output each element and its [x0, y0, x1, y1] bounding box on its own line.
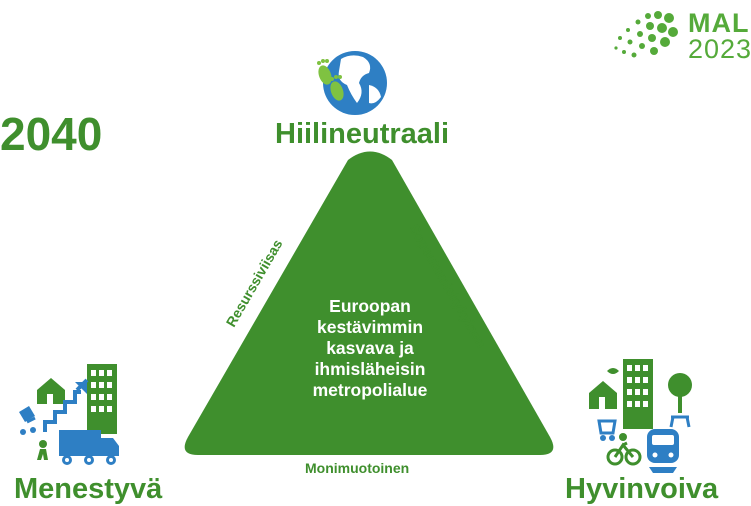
globe-with-footprints-icon: [317, 51, 387, 115]
logo-line-1: MAL: [688, 8, 750, 38]
center-line: metropolialue: [312, 380, 428, 400]
logo-line-2: 2023: [688, 34, 751, 64]
center-line: kestävimmin: [316, 317, 424, 337]
vertex-label-left: Menestyvä: [14, 473, 163, 505]
center-line: Euroopan: [329, 296, 411, 316]
center-line: ihmisläheisin: [314, 359, 426, 379]
center-statement: Euroopan kestävimmin kasvava ja ihmisläh…: [262, 296, 478, 401]
vertex-label-top: Hiilineutraali: [275, 118, 450, 150]
center-line: kasvava ja: [326, 338, 414, 358]
side-label-bottom: Monimuotoinen: [305, 460, 410, 476]
year-label: 2040: [0, 108, 103, 160]
mal-logo-dots-icon: [614, 11, 678, 58]
wellbeing-city-icon: [589, 359, 692, 473]
logo-text: MAL 2023: [688, 8, 751, 64]
vertex-label-right: Hyvinvoiva: [565, 473, 719, 505]
economy-growth-icon: [19, 364, 119, 465]
